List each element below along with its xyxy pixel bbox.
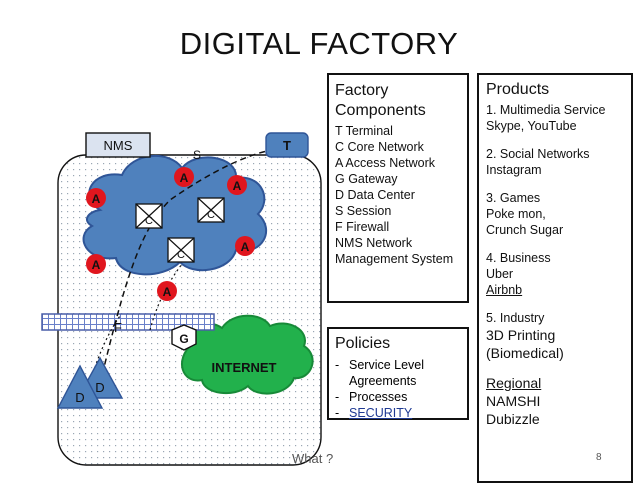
component-item: S Session (335, 204, 392, 218)
access-node-3: A (227, 175, 247, 195)
session-line (99, 149, 273, 385)
product-item: 3D Printing (486, 327, 556, 343)
factory-components-box: Factory Components T Terminal C Core Net… (327, 73, 469, 303)
svg-text:A: A (92, 192, 101, 206)
component-item: C Core Network (335, 140, 424, 154)
component-item: Management System (335, 252, 454, 266)
access-node-1: A (86, 188, 106, 208)
components-heading-1: Factory (335, 82, 389, 99)
products-box: Products 1. Multimedia Service Skype, Yo… (477, 73, 633, 483)
terminal-node (265, 132, 309, 158)
product-item: 4. Business (486, 251, 551, 265)
product-item: Skype, YouTube (486, 119, 577, 133)
product-item: Dubizzle (486, 411, 540, 427)
product-item: NAMSHI (486, 393, 541, 409)
nms-label: NMS (104, 138, 133, 153)
product-item: (Biomedical) (486, 345, 564, 361)
policies-heading: Policies (335, 335, 391, 352)
policies-box: Policies -Service Level Agreements -Proc… (327, 327, 469, 420)
slide-title: DIGITAL FACTORY (179, 26, 459, 61)
policy-item: -SECURITY (335, 406, 413, 420)
policy-item: -Service Level (335, 358, 425, 372)
component-item: T Terminal (335, 124, 393, 138)
component-item: D Data Center (335, 188, 415, 202)
firewall-bar (41, 313, 215, 331)
component-item: G Gateway (335, 172, 398, 186)
footer-question: What ? (292, 451, 334, 466)
svg-text:C: C (145, 215, 153, 227)
internet-cloud (181, 314, 314, 395)
security-link[interactable]: SECURITY (349, 406, 413, 420)
svg-text:A: A (241, 240, 250, 254)
internet-label: INTERNET (212, 360, 277, 375)
component-item: A Access Network (335, 156, 436, 170)
svg-text:D: D (95, 380, 104, 395)
access-node-6: A (157, 281, 177, 301)
access-node-2: A (174, 167, 194, 187)
svg-text:C: C (207, 209, 215, 221)
product-item: 5. Industry (486, 311, 545, 325)
policy-item: Agreements (349, 374, 417, 388)
products-heading: Products (486, 81, 550, 98)
product-item: Crunch Sugar (486, 223, 564, 237)
terminal-label: T (283, 138, 291, 153)
page-number: 8 (596, 452, 602, 463)
product-item: 3. Games (486, 191, 541, 205)
policy-item: -Processes (335, 390, 408, 404)
svg-text:G: G (179, 332, 188, 346)
component-item: NMS Network (335, 236, 413, 250)
core-router-1: C (135, 203, 163, 229)
core-router-3: C (167, 237, 195, 263)
product-item: Airbnb (486, 283, 523, 297)
component-item: F Firewall (335, 220, 390, 234)
components-heading-2: Components (335, 102, 426, 119)
product-item: Regional (486, 375, 542, 391)
product-item: Instagram (486, 163, 542, 177)
svg-text:A: A (163, 285, 172, 299)
product-item: Poke mon, (486, 207, 546, 221)
svg-text:A: A (92, 258, 101, 272)
svg-text:C: C (177, 249, 185, 261)
datacenter-node-2: D (56, 364, 104, 409)
svg-text:A: A (180, 171, 189, 185)
session-label: S (193, 148, 201, 162)
product-item: 2. Social Networks (486, 147, 590, 161)
svg-text:A: A (233, 179, 242, 193)
access-node-5: A (86, 254, 106, 274)
core-router-2: C (197, 197, 225, 223)
product-item: Uber (486, 267, 514, 281)
product-item: 1. Multimedia Service (486, 103, 606, 117)
firewall-label: F (114, 320, 122, 335)
gateway-node: G (171, 324, 197, 351)
svg-text:D: D (75, 390, 84, 405)
access-node-4: A (235, 236, 255, 256)
nms-box (85, 132, 151, 158)
